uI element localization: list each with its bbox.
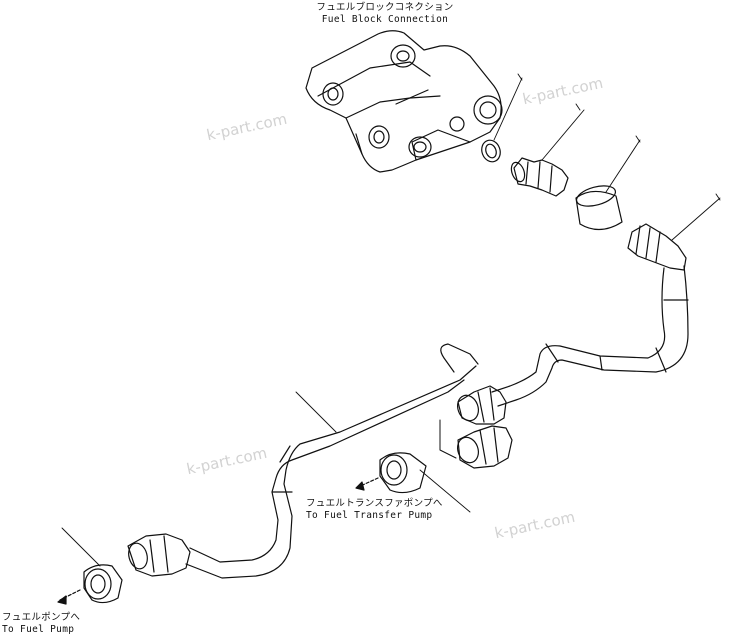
sleeve-collar (575, 185, 623, 231)
elbow-nut-bottom (127, 533, 191, 577)
elbow-nut-top (627, 223, 687, 271)
adapter-fitting (510, 157, 569, 197)
upper-fuel-pipe (491, 265, 689, 407)
label-transfer-pump-jp: フュエルトランスファポンプへ (306, 498, 443, 509)
long-fuel-pipe (185, 343, 479, 579)
label-fuel-block: フュエルブロックコネクション Fuel Block Connection (300, 2, 470, 26)
fuel-block-bracket (305, 30, 503, 173)
label-fuel-block-jp: フュエルブロックコネクション (316, 2, 454, 13)
connector-line (439, 419, 457, 459)
cap-transfer-pump (379, 452, 427, 494)
leader-lines (61, 77, 721, 567)
o-ring (481, 139, 501, 163)
label-transfer-pump-en: To Fuel Transfer Pump (306, 510, 433, 521)
flow-arrow-fuel-pump (57, 589, 81, 605)
part-number-ticks (517, 73, 721, 201)
label-fuel-pump-jp: フュエルポンプへ (2, 612, 81, 623)
label-fuel-pump: フュエルポンプへ To Fuel Pump (2, 612, 80, 636)
label-fuel-pump-en: To Fuel Pump (2, 624, 75, 635)
cap-fuel-pump (83, 564, 123, 604)
flow-arrow-transfer-pump (355, 477, 379, 491)
label-transfer-pump: フュエルトランスファポンプへ To Fuel Transfer Pump (306, 498, 443, 522)
label-fuel-block-en: Fuel Block Connection (321, 14, 449, 25)
mid-nut-lower (457, 425, 513, 469)
mid-nut-upper (457, 385, 507, 425)
